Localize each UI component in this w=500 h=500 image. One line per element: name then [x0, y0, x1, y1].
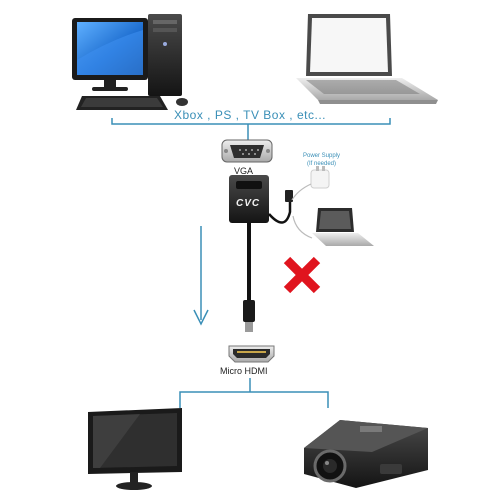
micro-hdmi-label: Micro HDMI	[220, 366, 268, 376]
down-arrow-icon	[193, 226, 209, 326]
cross-mark-icon	[283, 256, 321, 294]
adapter-brand-label: CVC	[236, 198, 261, 209]
power-supply-line-1: Power Supply	[303, 153, 341, 159]
small-laptop-icon	[292, 208, 374, 246]
hdmi-port-icon	[228, 345, 275, 363]
power-supply-line-2: (If needed)	[307, 161, 337, 167]
output-connector-line	[179, 378, 329, 408]
adapter-icon	[229, 175, 293, 332]
laptop-icon	[296, 14, 438, 104]
source-devices-label: Xbox , PS , TV Box , etc...	[173, 108, 326, 122]
power-adapter-icon	[291, 166, 330, 201]
vga-connector-icon	[221, 139, 273, 163]
source-connector-line	[111, 118, 391, 140]
monitor-icon	[88, 408, 182, 490]
vga-label: VGA	[234, 166, 254, 176]
power-supply-label: Power Supply (If needed)	[303, 152, 340, 168]
projector-icon	[304, 420, 428, 488]
desktop-computer-icon	[72, 14, 188, 110]
